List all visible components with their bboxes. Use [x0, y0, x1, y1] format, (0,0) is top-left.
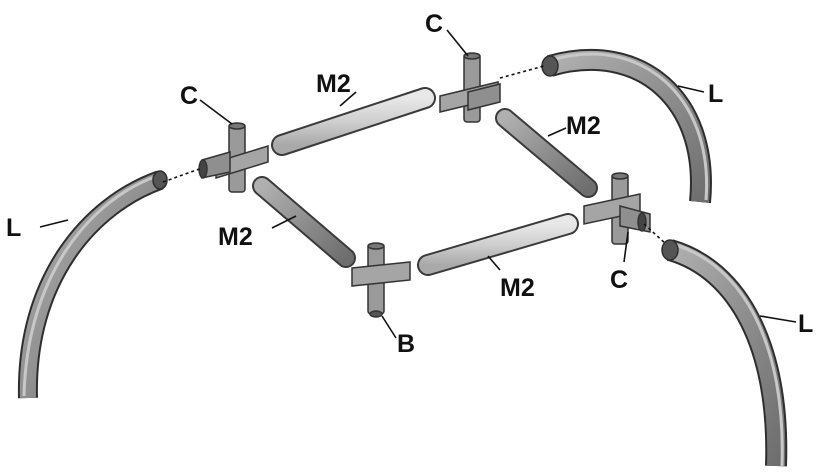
label-m2-top: M2	[316, 70, 351, 98]
leader-l-bottom-right	[759, 315, 797, 323]
label-m2-right: M2	[566, 112, 601, 140]
label-b: B	[397, 330, 415, 358]
arc-tube-left	[17, 170, 168, 399]
leader-m2-top	[339, 91, 357, 107]
label-c-top: C	[425, 10, 443, 38]
leader-m2-right	[547, 127, 567, 137]
dash-link-left	[162, 167, 203, 183]
label-m2-bottom: M2	[500, 274, 535, 302]
leader-l-top-right	[677, 85, 705, 93]
straight-tube-top	[271, 87, 436, 156]
leader-m2-left	[271, 215, 297, 229]
dash-link-top-right	[499, 65, 545, 79]
connector-c-right	[583, 172, 651, 245]
connector-c-left	[198, 122, 269, 193]
arc-tube-top-right	[541, 49, 712, 204]
straight-tube-left	[252, 176, 356, 268]
connector-c-top	[439, 52, 501, 123]
leader-m2-bottom	[487, 255, 501, 271]
leader-c-right	[623, 231, 629, 263]
label-l-top-right: L	[708, 80, 723, 108]
leader-l-left	[39, 219, 69, 228]
leader-b	[381, 315, 397, 339]
connector-b	[351, 242, 411, 318]
leader-c-top	[446, 29, 469, 57]
straight-tube-right	[495, 108, 598, 198]
label-l-left: L	[6, 214, 21, 242]
arc-tube-bottom-right	[661, 239, 788, 467]
label-c-right: C	[610, 266, 628, 294]
straight-tube-bottom	[417, 213, 579, 276]
label-m2-left: M2	[218, 223, 253, 251]
leader-c-left	[199, 99, 233, 125]
label-l-bottom-right: L	[798, 310, 813, 338]
label-c-left: C	[180, 82, 198, 110]
dash-link-bottom-right	[643, 223, 667, 245]
